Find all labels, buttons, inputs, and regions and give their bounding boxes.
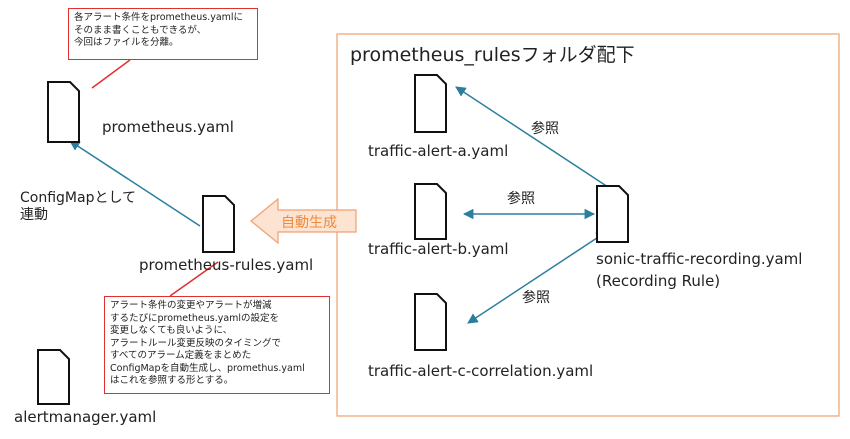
callout-bottom-line: ConfigMapを自動生成し、promethus.yaml (110, 362, 305, 374)
callout-bottom-line: すべてのアラーム定義をまとめた (110, 350, 252, 361)
auto-generate-label: 自動生成 (281, 215, 337, 231)
configmap-label-line: ConfigMapとして (20, 190, 137, 206)
callout-top-line: 今回はファイルを分離。 (74, 37, 179, 48)
ref-label-c: 参照 (522, 290, 550, 306)
ref-arrow-a (455, 86, 609, 188)
configmap-arrow (69, 140, 201, 227)
configmap-label-line: 連動 (20, 207, 48, 223)
alert-c-file-label: traffic-alert-c-correlation.yaml (368, 362, 594, 380)
callout-bottom-line: アラート条件の変更やアラートが増減 (110, 300, 272, 311)
callout-bottom-line: はこれを参照する形とする。 (110, 375, 234, 386)
ref-label-a: 参照 (531, 121, 559, 137)
ref-arrow-c (467, 231, 607, 324)
ref-label-b: 参照 (507, 191, 535, 207)
prometheus-rules-file-label: prometheus-rules.yaml (139, 256, 314, 274)
callout-top-line: そのまま書くこともできるが、 (74, 24, 207, 36)
callout-top-connector (91, 59, 131, 89)
auto-generate-arrow (250, 197, 357, 245)
alert-c-file-icon (414, 293, 447, 351)
alert-a-file-label: traffic-alert-a.yaml (368, 142, 509, 160)
recording-file-sublabel: (Recording Rule) (596, 272, 721, 290)
callout-bottom: アラート条件の変更やアラートが増減 するたびにprometheus.yamlの設… (104, 296, 330, 394)
recording-file-label: sonic-traffic-recording.yaml (596, 250, 803, 268)
alertmanager-file-icon (37, 349, 70, 405)
alert-a-file-icon (414, 74, 447, 133)
configmap-label: ConfigMapとして 連動 (20, 190, 136, 224)
alert-b-file-label: traffic-alert-b.yaml (368, 240, 509, 258)
recording-file-icon (596, 185, 629, 243)
folder-title: prometheus_rulesフォルダ配下 (350, 44, 635, 66)
alertmanager-file-label: alertmanager.yaml (14, 408, 157, 426)
callout-bottom-line: するたびにprometheus.yamlの設定を (110, 312, 280, 324)
callout-bottom-connector (169, 261, 219, 297)
callout-top-line: 各アラート条件をprometheus.yamlに (74, 12, 244, 23)
folder-box (336, 33, 840, 417)
prometheus-rules-file-icon (202, 195, 235, 253)
prometheus-file-label: prometheus.yaml (102, 118, 234, 136)
prometheus-file-icon (47, 81, 80, 143)
callout-bottom-line: 変更しなくても良いように、 (110, 325, 233, 336)
callout-bottom-line: アラートルール変更反映のタイミングで (110, 337, 282, 349)
alert-b-file-icon (414, 183, 447, 240)
callout-top: 各アラート条件をprometheus.yamlに そのまま書くこともできるが、 … (68, 8, 258, 60)
